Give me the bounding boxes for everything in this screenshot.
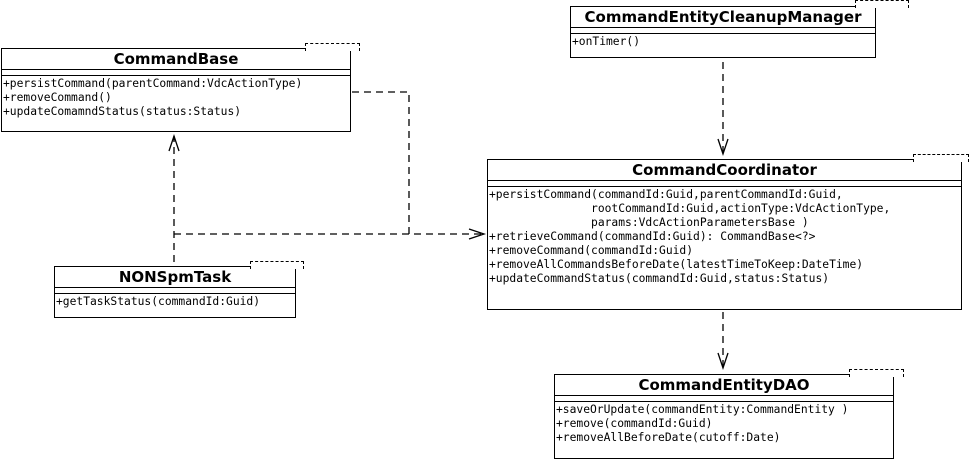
operations-compartment: +getTaskStatus(commandId:Guid) <box>55 293 295 310</box>
class-command-entity-cleanup-manager: CommandEntityCleanupManager +onTimer() <box>570 6 876 58</box>
attributes-compartment <box>55 287 295 293</box>
template-parameter-box <box>913 154 969 162</box>
template-parameter-box <box>849 369 904 377</box>
operations-compartment: +onTimer() <box>571 33 875 50</box>
operation: +remove(commandId:Guid) <box>556 417 713 430</box>
operation: +updateCommandStatus(commandId:Guid,stat… <box>489 272 830 285</box>
operation: +getTaskStatus(commandId:Guid) <box>56 295 261 308</box>
operation: rootCommandId:Guid,actionType:VdcActionT… <box>489 202 891 215</box>
operations-compartment: +persistCommand(parentCommand:VdcActionT… <box>2 75 350 120</box>
template-parameter-box <box>855 0 909 8</box>
template-parameter-box <box>305 43 360 51</box>
attributes-compartment <box>571 27 875 33</box>
operations-compartment: +saveOrUpdate(commandEntity:CommandEntit… <box>555 401 893 446</box>
operations-compartment: +persistCommand(commandId:Guid,parentCom… <box>488 186 961 287</box>
operation: +removeCommand() <box>3 91 112 104</box>
attributes-compartment <box>488 180 961 186</box>
operation: +removeAllBeforeDate(cutoff:Date) <box>556 431 781 444</box>
operation: +saveOrUpdate(commandEntity:CommandEntit… <box>556 403 849 416</box>
class-command-base: CommandBase +persistCommand(parentComman… <box>1 48 351 132</box>
arrowhead-coordinator-top <box>717 138 729 157</box>
operation: +updateComamndStatus(status:Status) <box>3 105 242 118</box>
operation: +removeAllCommandsBeforeDate(latestTimeT… <box>489 258 864 271</box>
class-command-coordinator: CommandCoordinator +persistCommand(comma… <box>487 159 962 310</box>
class-name: CommandEntityCleanupManager <box>584 8 862 26</box>
operation: +removeCommand(commandId:Guid) <box>489 244 694 257</box>
class-name: CommandCoordinator <box>632 161 817 179</box>
arrowhead-dao-top <box>717 352 729 371</box>
arrowhead-coordinator-left <box>468 228 487 240</box>
operation: +onTimer() <box>572 35 641 48</box>
class-name: CommandEntityDAO <box>638 376 810 394</box>
class-nonspm-task: NONSpmTask +getTaskStatus(commandId:Guid… <box>54 266 296 318</box>
operation: params:VdcActionParametersBase ) <box>489 216 809 229</box>
class-command-entity-dao: CommandEntityDAO +saveOrUpdate(commandEn… <box>554 374 894 459</box>
class-name: NONSpmTask <box>118 268 232 286</box>
attributes-compartment <box>555 395 893 401</box>
template-parameter-box <box>250 261 304 269</box>
operation: +retrieveCommand(commandId:Guid): Comman… <box>489 230 816 243</box>
operation: +persistCommand(parentCommand:VdcActionT… <box>3 77 303 90</box>
attributes-compartment <box>2 69 350 75</box>
operation: +persistCommand(commandId:Guid,parentCom… <box>489 188 843 201</box>
arrowhead-commandbase-bottom <box>168 133 180 152</box>
class-name: CommandBase <box>113 50 239 68</box>
edge-commandbase-to-coordinator <box>352 91 484 235</box>
